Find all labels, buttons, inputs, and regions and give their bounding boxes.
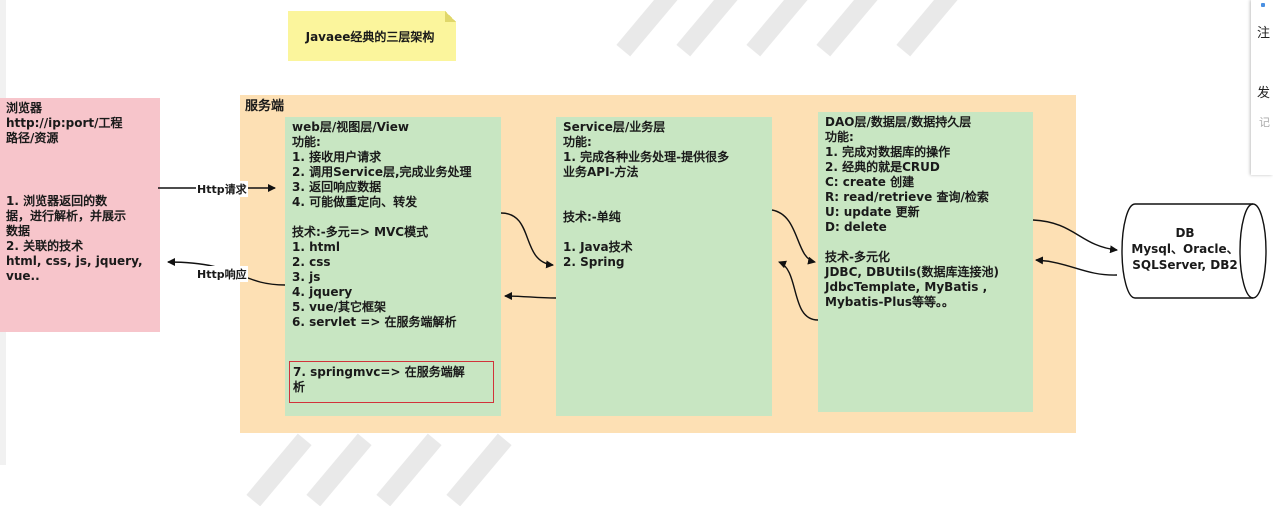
server-label: 服务端 <box>245 99 285 114</box>
db-to-dao-arrow <box>1035 256 1118 276</box>
service-to-web-arrow <box>504 292 557 301</box>
diagram-title-note: Javaee经典的三层架构 <box>288 11 456 61</box>
panel-text-1: 注 <box>1257 26 1271 41</box>
service-to-dao-arrow <box>771 209 816 265</box>
web-layer-box: web层/视图层/View 功能: 1. 接收用户请求 2. 调用Service… <box>285 117 501 416</box>
connector-layer <box>158 184 1267 321</box>
browser-box: 浏览器 http://ip:port/工程 路径/资源 1. 浏览器返回的数 据… <box>0 98 160 332</box>
dao-to-service-arrow <box>778 260 819 321</box>
dao-to-db-arrow <box>1032 219 1118 254</box>
http-response-label: Http响应 <box>196 266 248 282</box>
service-layer-box: Service层/业务层 功能: 1. 完成各种业务处理-提供很多 业务API-… <box>556 117 772 416</box>
web-to-service-arrow <box>500 212 554 269</box>
database-cylinder <box>1121 203 1267 299</box>
database-label: DB Mysql、Oracle、 SQLServer, DB2 <box>1131 226 1239 272</box>
browser-tech-text: 1. 浏览器返回的数 据，进行解析，并展示 数据 2. 关联的技术 html, … <box>6 194 143 283</box>
diagram-title: Javaee经典的三层架构 <box>305 29 435 44</box>
browser-address-text: 浏览器 http://ip:port/工程 路径/资源 <box>6 101 123 145</box>
highlight-box <box>289 361 494 403</box>
panel-indicator-icon <box>1261 3 1265 7</box>
side-panel: 注 发 记 <box>1251 0 1273 175</box>
panel-text-3: 记 <box>1259 116 1270 129</box>
note-fold <box>445 11 456 22</box>
web-layer-highlight-text: 7. springmvc=> 在服务端解 析 <box>293 365 465 394</box>
dao-layer-box: DAO层/数据层/数据持久层 功能: 1. 完成对数据库的操作 2. 经典的就是… <box>818 112 1033 412</box>
http-request-label: Http请求 <box>196 181 248 197</box>
panel-text-2: 发 <box>1257 86 1271 101</box>
